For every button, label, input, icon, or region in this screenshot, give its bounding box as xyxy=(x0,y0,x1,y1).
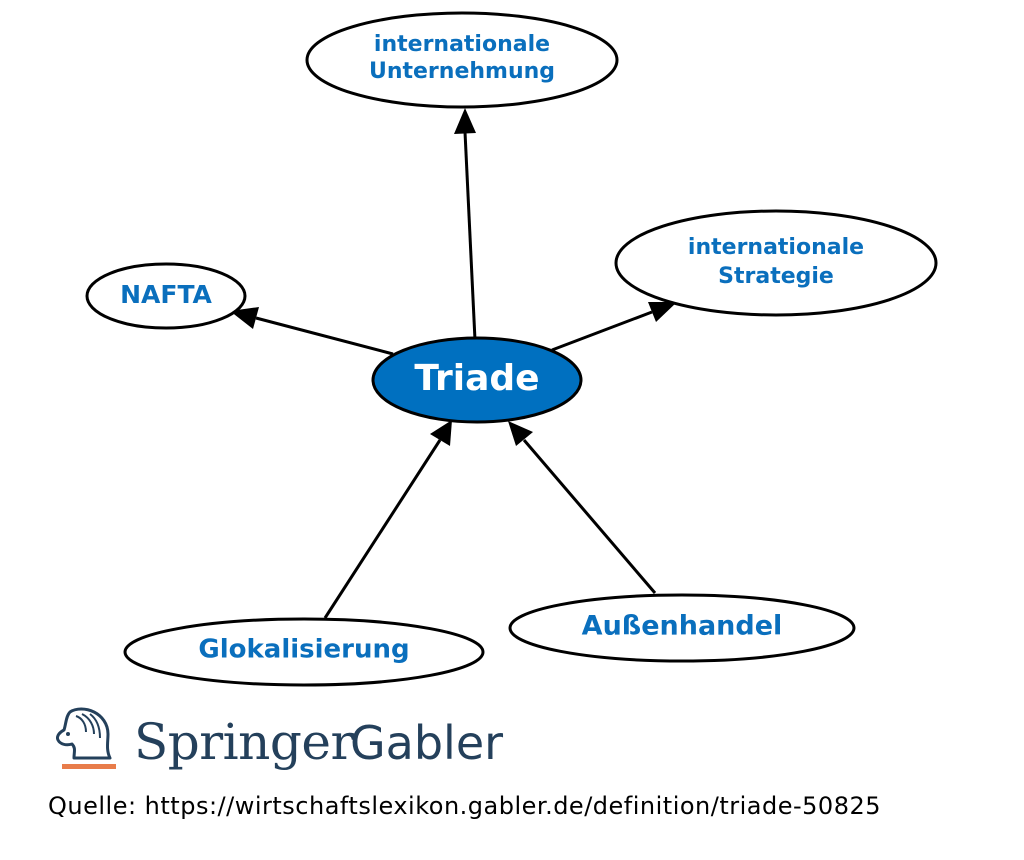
brand-name-gabler: Gabler xyxy=(350,716,504,770)
concept-diagram: internationale Unternehmung internationa… xyxy=(85,11,938,687)
node-nafta[interactable]: NAFTA xyxy=(85,262,247,330)
node-label: Glokalisierung xyxy=(198,635,409,665)
springer-horse-logo-icon xyxy=(56,707,116,769)
brand-name-springer: Springer xyxy=(134,713,354,771)
node-label-line-1: internationale xyxy=(688,235,864,260)
arrowhead-internationale-unternehmung xyxy=(454,108,476,134)
node-aussenhandel[interactable]: Außenhandel xyxy=(508,593,856,663)
arrowhead-triade-from-aussenhandel xyxy=(508,421,533,446)
source-citation: Quelle: https://wirtschaftslexikon.gable… xyxy=(48,792,881,820)
node-label: NAFTA xyxy=(120,280,212,309)
springer-gabler-logo[interactable]: Springer Gabler xyxy=(52,702,532,786)
edge-triade-to-nafta xyxy=(255,316,394,356)
edges xyxy=(230,108,677,619)
node-glokalisierung[interactable]: Glokalisierung xyxy=(123,617,485,687)
arrowhead-internationale-strategie xyxy=(648,302,677,322)
node-label-line-1: internationale xyxy=(374,32,550,57)
node-internationale-unternehmung[interactable]: internationale Unternehmung xyxy=(305,11,619,109)
node-label: Außenhandel xyxy=(582,611,783,642)
arrowhead-nafta xyxy=(230,307,259,329)
node-label-line-2: Unternehmung xyxy=(369,59,555,84)
node-internationale-strategie[interactable]: internationale Strategie xyxy=(614,209,938,317)
center-label: Triade xyxy=(414,358,539,399)
edge-triade-to-internationale-unternehmung xyxy=(463,131,477,341)
edge-glokalisierung-to-triade xyxy=(323,439,442,619)
edge-triade-to-internationale-strategie xyxy=(551,310,653,352)
node-triade-center[interactable]: Triade xyxy=(371,336,583,424)
edge-aussenhandel-to-triade xyxy=(522,439,657,594)
arrowhead-triade-from-glokalisierung xyxy=(430,420,452,446)
node-label-line-2: Strategie xyxy=(718,264,834,289)
